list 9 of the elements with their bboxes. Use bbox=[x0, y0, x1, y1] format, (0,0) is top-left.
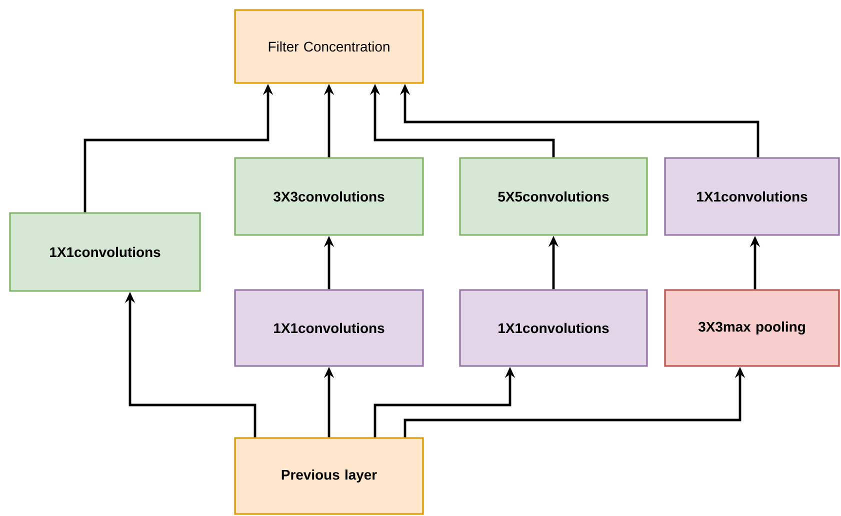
convolution-box: 1X1convolutions bbox=[664, 157, 840, 236]
convolution-box: 1X1convolutions bbox=[234, 289, 424, 367]
convolution-box: 1X1convolutions bbox=[9, 212, 201, 292]
output-box: Filter Concentration bbox=[234, 9, 424, 84]
input-box: Previous layer bbox=[234, 437, 424, 515]
convolution-box: 3X3convolutions bbox=[234, 157, 424, 236]
pooling-box: 3X3max pooling bbox=[664, 289, 840, 367]
convolution-box: 5X5convolutions bbox=[459, 157, 648, 236]
convolution-box: 1X1convolutions bbox=[459, 289, 648, 367]
